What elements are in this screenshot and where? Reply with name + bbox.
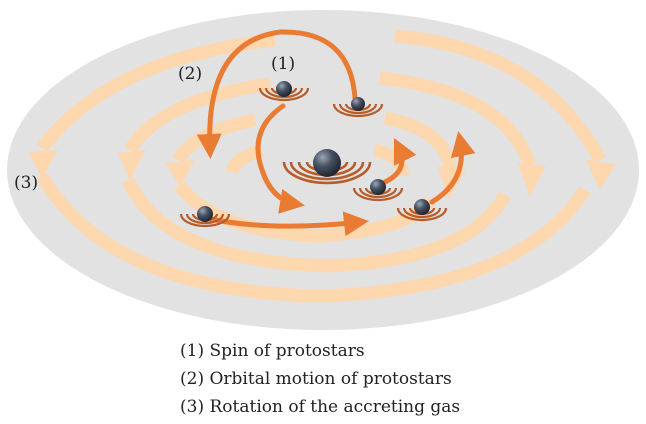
legend-item-spin: (1) Spin of protostars [180,341,365,361]
orbit-marker-label: (2) [178,64,203,84]
rotation-marker-label: (3) [14,173,39,193]
gas-rotation-arrowheads [28,150,616,200]
legend-item-rotation: (3) Rotation of the accreting gas [180,397,461,417]
protostar-central [282,149,372,185]
protostar-left [179,206,231,228]
protostar-inner-right [352,179,404,202]
protostar-outer-right [396,199,448,222]
legend: (1) Spin of protostars (2) Orbital motio… [180,337,460,421]
orbital-motion-arrows [196,29,476,237]
protostar-top-right [332,97,384,118]
spin-marker-label: (1) [271,54,296,74]
protostar-top-left [258,81,310,102]
legend-item-orbit: (2) Orbital motion of protostars [180,369,452,389]
